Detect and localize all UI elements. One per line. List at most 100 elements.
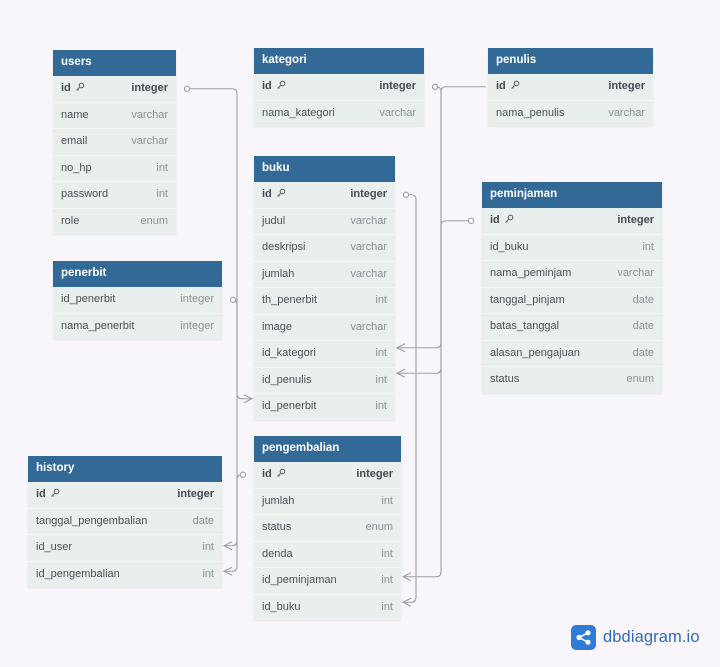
table-header[interactable]: penerbit xyxy=(53,261,222,287)
table-header[interactable]: penulis xyxy=(488,48,653,74)
field-row[interactable]: nama_penerbit integer xyxy=(53,314,222,340)
field-type: varchar xyxy=(350,214,387,227)
field-name-text: jumlah xyxy=(262,494,295,507)
field-name: th_penerbit xyxy=(262,288,317,314)
field-type: varchar xyxy=(131,108,168,121)
table-header[interactable]: pengembalian xyxy=(254,436,401,462)
table-header[interactable]: peminjaman xyxy=(482,182,662,208)
one-end-marker xyxy=(239,471,247,478)
field-name: denda xyxy=(262,542,293,568)
field-name-text: email xyxy=(61,135,88,147)
table-header[interactable]: history xyxy=(28,456,222,482)
field-type: enum xyxy=(365,521,393,533)
field-name-text: id xyxy=(490,214,500,226)
field-name-text: id xyxy=(36,488,46,500)
field-name: tanggal_pinjam xyxy=(490,288,565,314)
field-name-text: no_hp xyxy=(61,161,92,174)
table-header[interactable]: users xyxy=(53,50,176,76)
field-type: integer xyxy=(608,80,645,92)
many-end-marker xyxy=(395,368,406,378)
field-name: password xyxy=(61,182,108,208)
field-type: int xyxy=(381,547,393,560)
share-nodes-icon xyxy=(571,624,596,650)
field-row[interactable]: denda int xyxy=(254,542,401,568)
field-type: integer xyxy=(350,188,387,200)
field-type: int xyxy=(375,347,387,359)
relationship-line xyxy=(403,220,471,578)
field-name-text: id xyxy=(262,468,272,480)
field-type: int xyxy=(202,567,214,580)
key-icon xyxy=(50,483,60,509)
field-name: no_hp xyxy=(61,156,92,182)
field-name: jumlah xyxy=(262,262,294,288)
field-name: nama_penulis xyxy=(496,101,565,127)
field-name: nama_penerbit xyxy=(61,314,134,340)
table-header[interactable]: buku xyxy=(254,156,395,182)
field-type: integer xyxy=(180,319,214,332)
field-type: enum xyxy=(140,214,168,227)
field-name-text: alasan_pengajuan xyxy=(490,346,580,359)
field-name: id xyxy=(262,74,286,101)
field-type: integer xyxy=(131,82,168,94)
field-row[interactable]: id integer xyxy=(254,182,395,209)
table-header[interactable]: kategori xyxy=(254,48,424,74)
many-end-marker xyxy=(395,343,406,353)
field-name: id_buku xyxy=(262,595,301,621)
field-name-text: id xyxy=(262,188,272,200)
field-name-text: image xyxy=(262,320,292,333)
field-type: date xyxy=(632,320,654,332)
relationship-line xyxy=(403,194,417,603)
field-name-text: id_buku xyxy=(262,600,301,613)
key-icon xyxy=(504,209,514,235)
field-type: integer xyxy=(180,293,214,305)
field-row[interactable]: alasan_pengajuan date xyxy=(482,341,662,367)
field-type: date xyxy=(632,346,654,359)
dbdiagram-logo[interactable]: dbdiagram.io xyxy=(571,623,700,651)
field-name: tanggal_pengembalian xyxy=(36,509,147,535)
field-type: int xyxy=(156,161,168,174)
field-row[interactable]: no_hp int xyxy=(53,156,176,182)
